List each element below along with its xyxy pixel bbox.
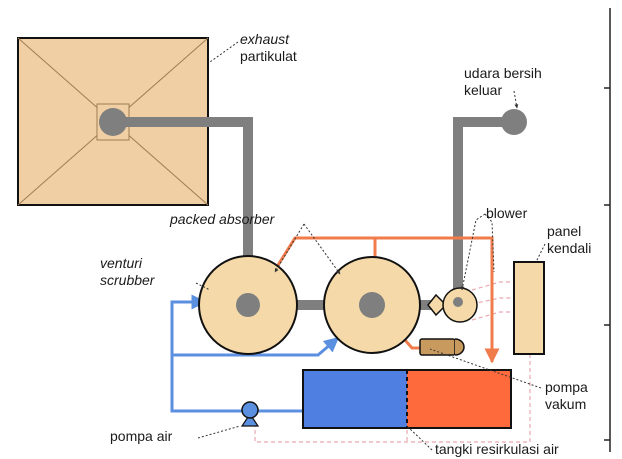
leader-lines: [195, 41, 546, 451]
frame-border: [604, 8, 611, 452]
recirculation-tank: [302, 369, 512, 429]
packed-absorber: [323, 256, 421, 354]
control-panel: [513, 261, 545, 355]
label-panel: panel: [547, 223, 581, 239]
pump-icon: [240, 401, 260, 427]
label-udara-bersih: udara bersih: [464, 65, 542, 81]
label-kendali: kendali: [547, 240, 591, 256]
label-scrubber: scrubber: [100, 272, 156, 288]
label-blower: blower: [486, 205, 528, 221]
control-lines: [254, 281, 531, 443]
vacuum-pump-icon: [419, 338, 465, 356]
recirculation-lines: [273, 236, 500, 364]
label-keluar: keluar: [464, 82, 502, 98]
exhaust-inlet: [99, 108, 127, 136]
clean-air-outlet: [501, 109, 527, 135]
label-pompa: pompa: [545, 379, 588, 395]
water-lines: [170, 294, 340, 413]
label-tangki: tangki resirkulasi air: [435, 441, 559, 457]
label-packed-absorber: packed absorber: [169, 211, 276, 227]
label-pompa-air: pompa air: [110, 428, 173, 444]
label-partikulat: partikulat: [240, 48, 297, 64]
label-vakum: vakum: [545, 396, 586, 412]
label-venturi: venturi: [100, 255, 143, 271]
label-exhaust: exhaust: [240, 31, 290, 47]
venturi-scrubber: [198, 255, 298, 355]
blower-icon: [427, 287, 478, 323]
